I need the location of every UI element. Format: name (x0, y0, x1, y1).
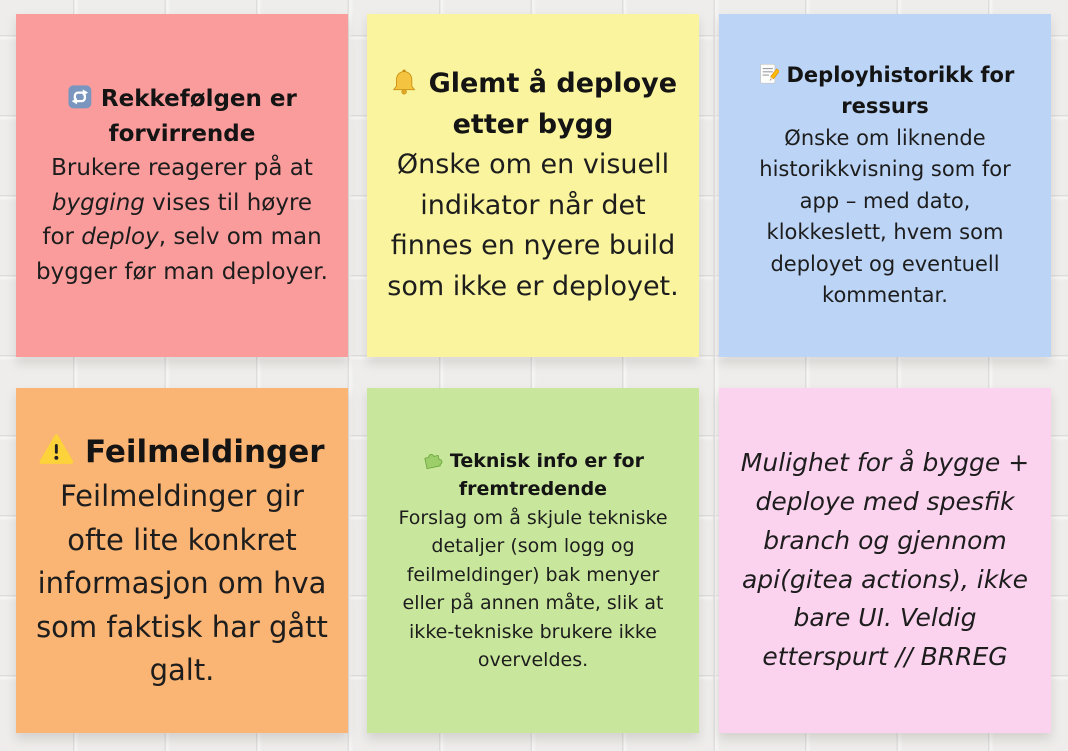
note-content: Glemt å deploye etter bygg Ønske om en v… (367, 56, 699, 315)
sticky-note-rekkefolgen[interactable]: Rekkefølgen er forvirrende Brukere reage… (16, 14, 348, 357)
note-body: Ønske om en visuell indikator når det fi… (387, 149, 679, 302)
sticky-note-deployhistorikk[interactable]: Deployhistorikk for ressurs Ønske om lik… (719, 14, 1051, 357)
note-content: Rekkefølgen er forvirrende Brukere reage… (16, 74, 348, 297)
sticky-note-feilmeldinger[interactable]: Feilmeldinger Feilmeldinger gir ofte lit… (16, 388, 348, 733)
note-content: Deployhistorikk for ressurs Ønske om lik… (719, 52, 1051, 320)
puzzle-icon (422, 450, 443, 472)
note-body: Feilmeldinger gir ofte lite konkret info… (36, 479, 328, 687)
note-title: Glemt å deploye etter bygg (385, 64, 681, 145)
note-body: Brukere reagerer på at bygging vises til… (36, 155, 328, 285)
memo-icon (756, 63, 780, 87)
repeat-icon (67, 85, 93, 112)
note-content: Feilmeldinger Feilmeldinger gir ofte lit… (16, 421, 348, 701)
note-title-text: Rekkefølgen er forvirrende (100, 86, 297, 147)
note-title: Teknisk info er for fremtredende (385, 447, 681, 504)
sticky-note-bygge-deploye-api[interactable]: Mulighet for å bygge + deploye med spesf… (719, 388, 1051, 733)
sticky-note-glemt-deploye[interactable]: Glemt å deploye etter bygg Ønske om en v… (367, 14, 699, 357)
note-title: Feilmeldinger (34, 429, 330, 476)
note-body: Ønske om liknende historikkvisning som f… (759, 125, 1011, 308)
note-body: Forslag om å skjule tekniske detaljer (s… (398, 506, 668, 672)
note-title-text: Feilmeldinger (84, 433, 325, 470)
note-content: Teknisk info er for fremtredende Forslag… (367, 439, 699, 683)
warning-icon (39, 434, 74, 470)
note-title-text: Deployhistorikk for ressurs (786, 62, 1015, 119)
note-title: Deployhistorikk for ressurs (737, 60, 1033, 123)
note-body: Mulighet for å bygge + deploye med spesf… (740, 448, 1030, 671)
sticky-note-teknisk-info[interactable]: Teknisk info er for fremtredende Forslag… (367, 388, 699, 733)
note-title: Rekkefølgen er forvirrende (34, 82, 330, 151)
note-title-text: Teknisk info er for fremtredende (449, 449, 644, 501)
bell-icon (389, 68, 419, 99)
note-content: Mulighet for å bygge + deploye med spesf… (719, 436, 1051, 685)
note-title-text: Glemt å deploye etter bygg (428, 68, 678, 140)
